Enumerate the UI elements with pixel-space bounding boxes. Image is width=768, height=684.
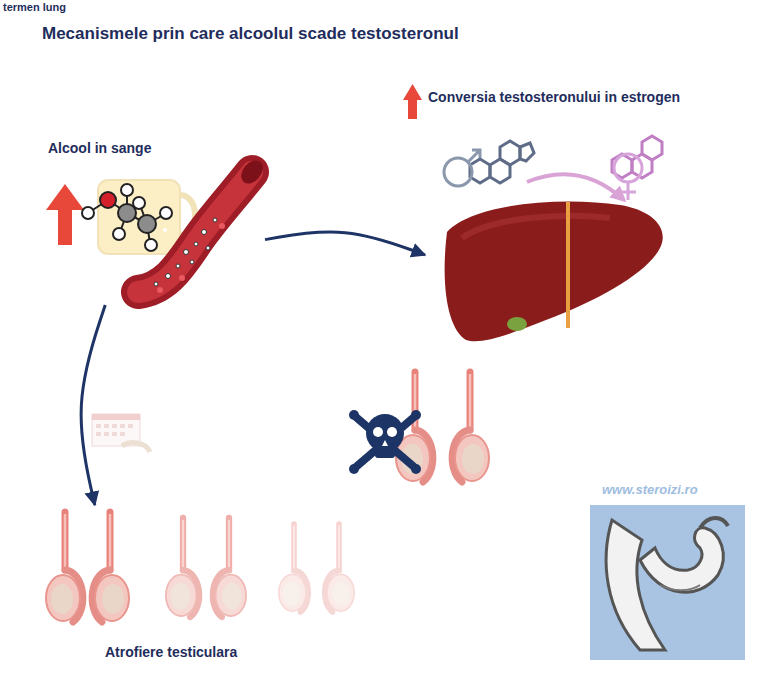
liver [445,201,663,341]
calendar-icon [92,414,150,452]
diagram-node: Atrofiere testiculara [30,505,390,675]
diagram-node: Conversia testosteronului in estrogen [425,86,760,350]
estrogen-molecule [612,136,662,200]
edge-label: termen lung [0,0,69,14]
conversion-arrow [527,174,624,200]
increase-arrow [403,84,422,119]
ethanol-molecule [82,184,172,251]
logo [590,505,745,660]
node-label: Atrofiere testiculara [105,644,237,661]
node-label: Alcool in sange [48,140,151,157]
increase-arrow [46,184,84,245]
atrophy-testes [46,512,354,622]
connector-arrow [81,305,105,505]
blood-vessel [138,156,267,293]
diagram-node: Alcool in sange [40,133,265,305]
node-label: Conversia testosteronului in estrogen [428,89,680,106]
watermark: www.steroizi.ro [602,482,698,497]
testosterone-molecule [444,141,534,186]
connector-arrow [265,232,425,255]
skull-symbol [349,410,421,474]
diagram-title: Mecanismele prin care alcoolul scade tes… [42,24,459,44]
